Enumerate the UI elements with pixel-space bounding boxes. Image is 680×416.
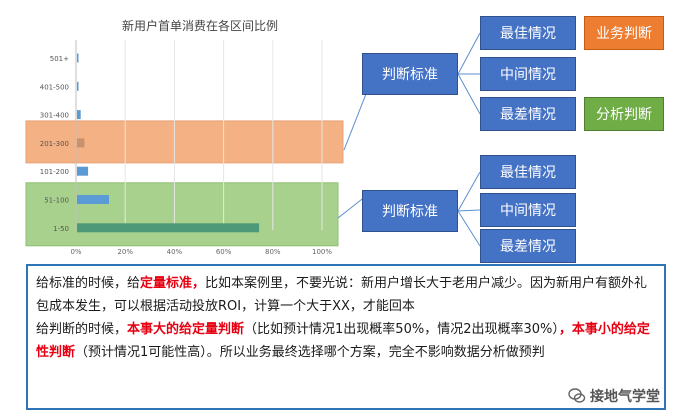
upper-worst-case-box: 最差情况: [480, 97, 576, 131]
text-judgement-example: （比如预计情况1出现概率50%，情况2出现概率30%）: [244, 322, 559, 337]
paragraph-judgement: 给判断的时候，本事大的给定量判断（比如预计情况1出现概率50%，情况2出现概率3…: [36, 318, 656, 364]
text-judgement-body: （预计情况1可能性高）。所以业务最终选择哪个方案，完全不影响数据分析做预判: [75, 345, 545, 360]
category-label-101-200: 101-200: [40, 168, 69, 176]
highlight-band-1-50: [25, 182, 339, 247]
text-standard-prefix: 给标准的时候，给: [36, 276, 141, 291]
lower-middle-case-box: 中间情况: [480, 193, 576, 227]
x-tick-label: 80%: [265, 248, 281, 256]
connector-highlight-to-upper-judge: [343, 93, 367, 151]
category-label-301-400: 301-400: [40, 112, 69, 120]
bar-51-100: [77, 195, 109, 204]
x-tick-label: 60%: [216, 248, 232, 256]
text-judgement-prefix: 给判断的时候，: [36, 322, 128, 337]
upper-best-case-box: 最佳情况: [480, 16, 576, 50]
bar-301-400: [77, 110, 81, 120]
watermark-text: 接地气学堂: [590, 389, 660, 405]
bar-401-500: [77, 81, 79, 91]
watermark: 接地气学堂: [568, 386, 660, 406]
bar-201-300: [77, 138, 85, 148]
text-standard-body: 比如本案例里，不要光说：新用户增长大于老用户减少。因为新用户有额外礼包成本发生，…: [36, 276, 648, 314]
category-label-51-100: 51-100: [44, 197, 69, 205]
x-tick-label: 20%: [117, 248, 133, 256]
analysis-judgement-tag: 分析判断: [584, 97, 664, 131]
x-tick-label: 0%: [70, 248, 81, 256]
category-label-1-50: 1-50: [53, 225, 69, 233]
bar-1-50: [77, 223, 260, 233]
upper-judge-box: 判断标准: [362, 53, 458, 95]
paragraph-standard: 给标准的时候，给定量标准，比如本案例里，不要光说：新用户增长大于老用户减少。因为…: [36, 272, 656, 318]
upper-middle-case-box: 中间情况: [480, 57, 576, 91]
text-qual-judgement: ，本事小的给定性判断: [36, 322, 650, 360]
x-tick-label: 100%: [312, 248, 332, 256]
wechat-icon: [568, 388, 586, 403]
connector-upper-worst: [457, 73, 481, 115]
category-label-201-300: 201-300: [40, 140, 69, 148]
connector-lower-best: [457, 171, 481, 212]
connector-highlight-to-lower-judge: [337, 195, 367, 219]
bar-101-200: [77, 166, 89, 176]
connector-lower-worst: [457, 210, 481, 247]
lower-worst-case-box: 最差情况: [480, 229, 576, 263]
lower-best-case-box: 最佳情况: [480, 155, 576, 189]
explanation-text-box: 给标准的时候，给定量标准，比如本案例里，不要光说：新用户增长大于老用户减少。因为…: [26, 264, 666, 410]
text-quant-judgement: 本事大的给定量判断: [127, 322, 245, 337]
connector-lower-middle: [457, 209, 481, 212]
connector-upper-best: [457, 32, 481, 75]
text-quant-standard: 定量标准，: [140, 276, 206, 291]
x-tick-label: 40%: [167, 248, 183, 256]
lower-judge-box: 判断标准: [362, 190, 458, 232]
chart-title: 新用户首单消费在各区间比例: [122, 18, 278, 33]
highlight-band-201-300: [25, 120, 344, 164]
bar-501+: [77, 53, 79, 63]
category-label-401-500: 401-500: [40, 83, 69, 91]
category-label-501+: 501+: [50, 55, 69, 63]
business-judgement-tag: 业务判断: [584, 16, 664, 50]
